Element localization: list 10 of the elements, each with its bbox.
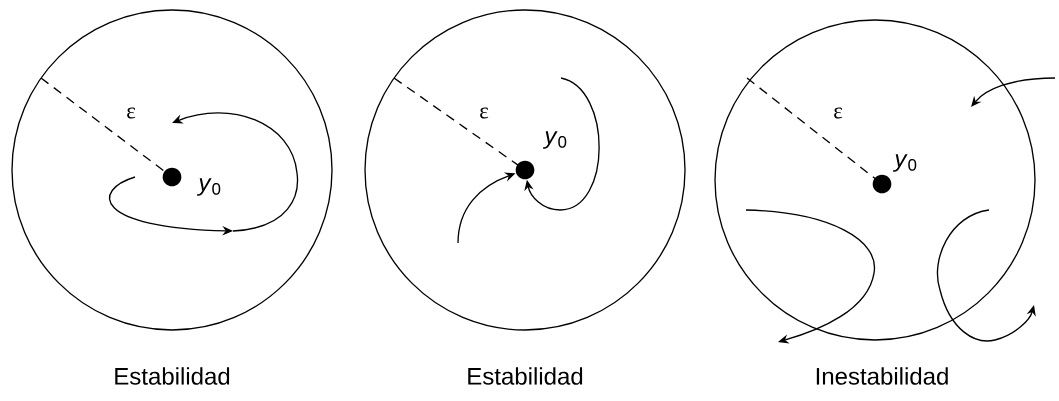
- point-label: y$_{0}$: [197, 178, 221, 196]
- point-label: y$_{0}$: [543, 131, 567, 149]
- node-label: Estabilidad: [468, 367, 583, 385]
- radius-label: ε: [127, 107, 136, 119]
- trajectory-arrow: [524, 77, 600, 211]
- node-label: Estabilidad: [115, 367, 230, 385]
- point-label: y$_{0}$: [893, 154, 917, 172]
- node-label: Inestabilidad: [816, 367, 948, 385]
- radius-label: ε: [480, 107, 489, 119]
- radius-label: ε: [834, 107, 843, 119]
